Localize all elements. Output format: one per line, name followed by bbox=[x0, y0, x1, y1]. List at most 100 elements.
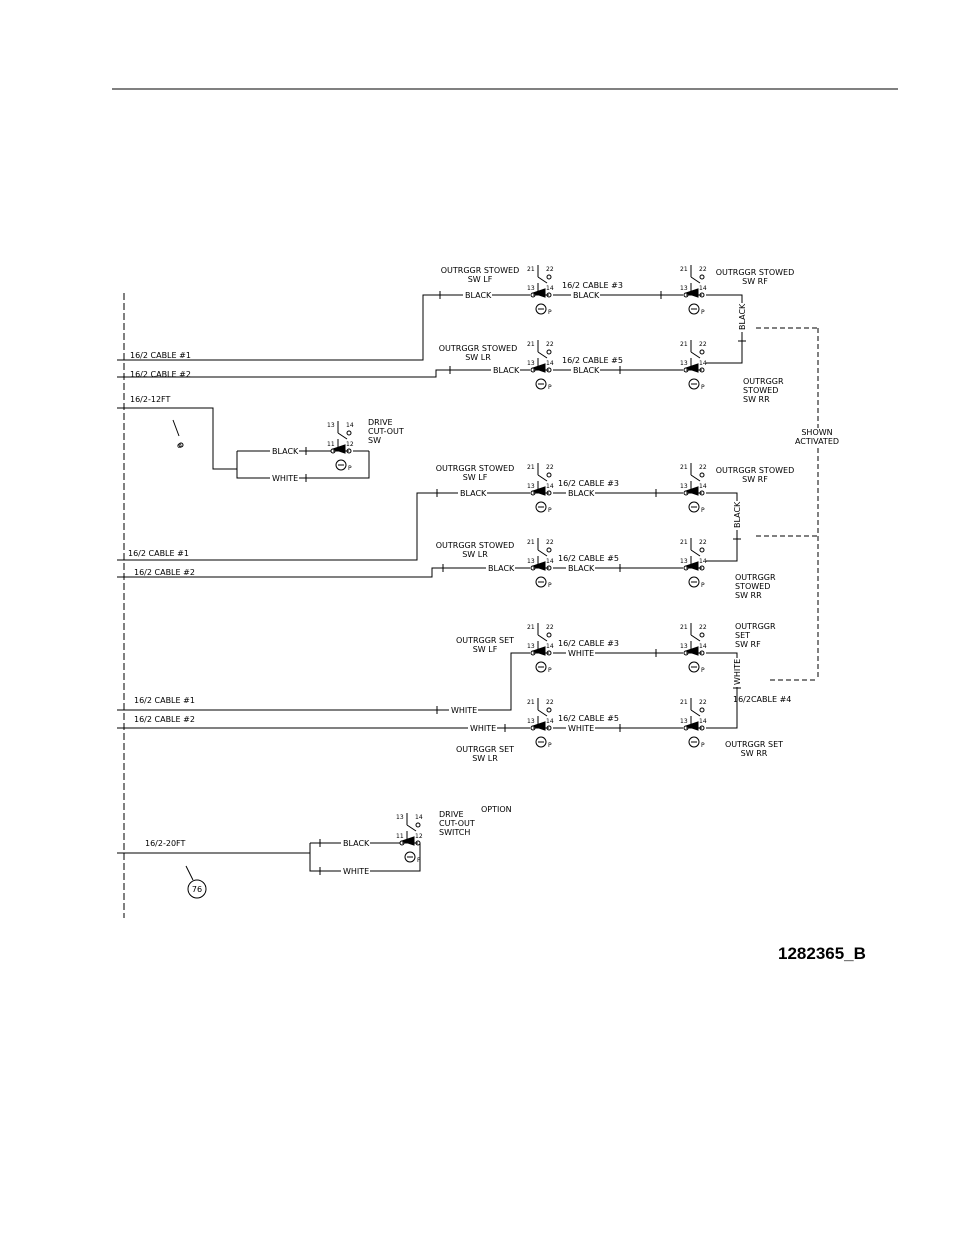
svg-text:21: 21 bbox=[680, 539, 688, 546]
svg-text:OUTRGGR STOWED: OUTRGGR STOWED bbox=[436, 541, 514, 550]
svg-text:BLACK: BLACK bbox=[493, 366, 520, 375]
label-cable3-s1: 16/2 CABLE #3 bbox=[562, 281, 623, 290]
svg-text:16/2 CABLE #1: 16/2 CABLE #1 bbox=[134, 696, 195, 705]
label-callout-76: 76 bbox=[192, 885, 202, 894]
svg-text:CUT-OUT: CUT-OUT bbox=[439, 819, 475, 828]
svg-text:16/2 CABLE #2: 16/2 CABLE #2 bbox=[130, 370, 191, 379]
svg-text:P: P bbox=[701, 667, 705, 674]
svg-text:BLACK: BLACK bbox=[568, 564, 595, 573]
label-black-drive: BLACK bbox=[270, 447, 299, 456]
svg-text:22: 22 bbox=[699, 624, 707, 631]
label-white-drive: WHITE bbox=[270, 474, 299, 483]
svg-text:16/2 CABLE #1: 16/2 CABLE #1 bbox=[130, 351, 191, 360]
svg-text:16/2 CABLE #5: 16/2 CABLE #5 bbox=[558, 714, 619, 723]
svg-text:OUTRGGR STOWED: OUTRGGR STOWED bbox=[439, 344, 517, 353]
svg-text:OUTRGGR STOWED: OUTRGGR STOWED bbox=[436, 464, 514, 473]
label-black-s1a: BLACK bbox=[463, 291, 492, 300]
svg-text:WHITE: WHITE bbox=[451, 706, 477, 715]
svg-text:14: 14 bbox=[699, 558, 707, 565]
svg-text:P: P bbox=[701, 507, 705, 514]
svg-text:13: 13 bbox=[680, 558, 688, 565]
svg-text:11: 11 bbox=[327, 441, 335, 448]
svg-text:14: 14 bbox=[699, 285, 707, 292]
wire-cable1-s3 bbox=[117, 652, 530, 711]
svg-text:OUTRGGR SET: OUTRGGR SET bbox=[456, 745, 514, 754]
svg-text:14: 14 bbox=[546, 718, 554, 725]
svg-text:SW LR: SW LR bbox=[462, 550, 488, 559]
svg-text:13: 13 bbox=[680, 643, 688, 650]
svg-text:16/2-12FT: 16/2-12FT bbox=[130, 395, 170, 404]
svg-text:21: 21 bbox=[680, 624, 688, 631]
svg-text:WHITE: WHITE bbox=[343, 867, 369, 876]
svg-text:WHITE: WHITE bbox=[733, 659, 742, 685]
svg-text:P: P bbox=[548, 582, 552, 589]
wire-cable2-s1 bbox=[117, 369, 530, 378]
svg-text:12: 12 bbox=[346, 441, 354, 448]
svg-text:SW RR: SW RR bbox=[735, 591, 762, 600]
svg-text:14: 14 bbox=[546, 483, 554, 490]
svg-text:14: 14 bbox=[415, 814, 423, 821]
svg-text:14: 14 bbox=[546, 285, 554, 292]
svg-text:22: 22 bbox=[699, 539, 707, 546]
svg-text:21: 21 bbox=[527, 341, 535, 348]
svg-text:22: 22 bbox=[546, 266, 554, 273]
svg-text:16/2 CABLE #3: 16/2 CABLE #3 bbox=[558, 479, 619, 488]
svg-text:WHITE: WHITE bbox=[272, 474, 298, 483]
label-black-s2b: BLACK bbox=[566, 489, 595, 498]
svg-text:14: 14 bbox=[546, 360, 554, 367]
svg-text:DRIVE: DRIVE bbox=[439, 810, 464, 819]
svg-text:13: 13 bbox=[527, 360, 535, 367]
svg-text:OUTRGGR: OUTRGGR bbox=[735, 622, 776, 631]
svg-text:22: 22 bbox=[699, 464, 707, 471]
svg-text:16/2CABLE #4: 16/2CABLE #4 bbox=[733, 695, 791, 704]
label-white-s3b: WHITE bbox=[566, 724, 595, 733]
svg-text:13: 13 bbox=[527, 718, 535, 725]
svg-text:o: o bbox=[177, 441, 182, 450]
wire-cable-12ft bbox=[117, 407, 237, 470]
svg-text:16/2 CABLE #3: 16/2 CABLE #3 bbox=[558, 639, 619, 648]
svg-text:13: 13 bbox=[680, 718, 688, 725]
svg-text:22: 22 bbox=[546, 464, 554, 471]
svg-text:13: 13 bbox=[327, 422, 335, 429]
svg-text:76: 76 bbox=[192, 885, 202, 894]
svg-text:BLACK: BLACK bbox=[573, 291, 600, 300]
label-black-s2a: BLACK bbox=[458, 489, 487, 498]
svg-text:16/2 CABLE #3: 16/2 CABLE #3 bbox=[562, 281, 623, 290]
svg-text:16/2 CABLE #5: 16/2 CABLE #5 bbox=[558, 554, 619, 563]
svg-text:BLACK: BLACK bbox=[272, 447, 299, 456]
svg-text:21: 21 bbox=[527, 624, 535, 631]
svg-text:SW RF: SW RF bbox=[742, 277, 768, 286]
svg-text:SW RR: SW RR bbox=[743, 395, 770, 404]
svg-text:22: 22 bbox=[546, 539, 554, 546]
svg-text:P: P bbox=[701, 582, 705, 589]
svg-text:22: 22 bbox=[546, 699, 554, 706]
svg-text:SW: SW bbox=[368, 436, 381, 445]
svg-text:P: P bbox=[701, 309, 705, 316]
label-cable5-s3: 16/2 CABLE #5 bbox=[558, 714, 619, 723]
svg-text:14: 14 bbox=[699, 360, 707, 367]
label-black-option: BLACK bbox=[341, 839, 370, 848]
label-cable3-s3: 16/2 CABLE #3 bbox=[558, 639, 619, 648]
svg-text:BLACK: BLACK bbox=[738, 303, 747, 330]
svg-text:21: 21 bbox=[527, 266, 535, 273]
svg-text:OPTION: OPTION bbox=[481, 805, 512, 814]
label-white-s3-vertical: WHITE bbox=[733, 658, 742, 687]
svg-text:22: 22 bbox=[699, 699, 707, 706]
svg-text:SW LR: SW LR bbox=[465, 353, 491, 362]
svg-text:SHOWN: SHOWN bbox=[801, 428, 832, 437]
svg-text:SW LF: SW LF bbox=[463, 473, 488, 482]
